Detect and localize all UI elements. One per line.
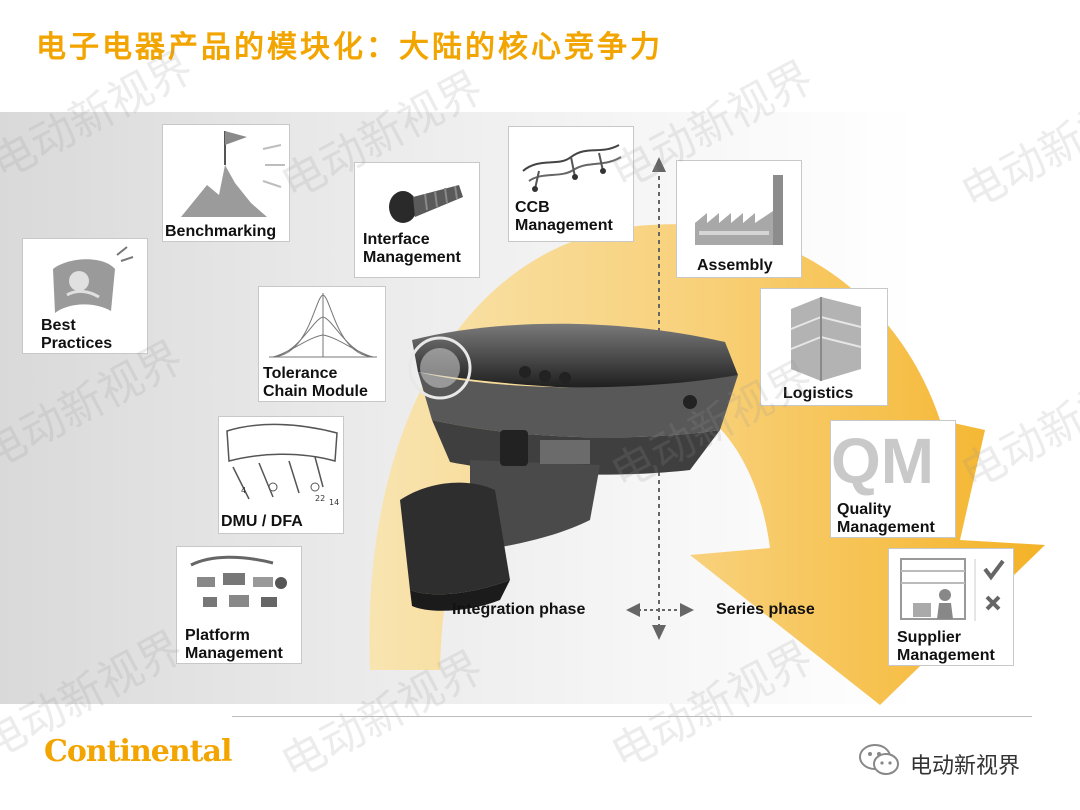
distribution-curve-icon xyxy=(269,293,377,358)
platform-management-label: Platform Management xyxy=(185,627,283,662)
cross-icon xyxy=(985,595,1001,611)
best-practices-label: Best Practices xyxy=(41,317,113,352)
shelf-boxes-icon xyxy=(790,297,862,381)
svg-text:14: 14 xyxy=(329,498,339,507)
dmu-dfa-label: DMU / DFA xyxy=(221,513,303,530)
screw-icon xyxy=(389,185,463,223)
phase-arrow-left xyxy=(626,603,640,617)
qm-letters-icon: QM xyxy=(831,425,934,497)
interface-management-label: Interface Management xyxy=(363,231,461,266)
card-quality-management: QM Quality Management xyxy=(830,420,956,538)
mountain-flag-icon xyxy=(181,131,285,217)
qm-letters-text: QM xyxy=(831,425,934,497)
assembly-label: Assembly xyxy=(697,257,773,274)
card-tolerance-chain-module: Tolerance Chain Module xyxy=(258,286,386,402)
wechat-icon xyxy=(859,744,899,775)
wechat-account-name: 电动新视界 xyxy=(910,754,1021,779)
cockpit-dashboard-image xyxy=(400,323,738,611)
check-icon xyxy=(983,559,1005,581)
card-dmu-dfa: 4 22 14 DMU / DFA xyxy=(218,416,344,534)
svg-text:22: 22 xyxy=(315,494,325,503)
supplier-delivery-icon xyxy=(900,558,1005,621)
axis-arrow-down xyxy=(652,625,666,640)
wiring-harness-icon xyxy=(522,144,622,192)
axis-arrow-up xyxy=(652,157,666,172)
card-logistics: Logistics xyxy=(760,288,888,406)
card-interface-management: Interface Management xyxy=(354,162,480,278)
phase-arrow-right xyxy=(680,603,694,617)
card-ccb-management: CCB Management xyxy=(508,126,634,242)
tolerance-chain-module-label: Tolerance Chain Module xyxy=(263,365,368,400)
footer-divider xyxy=(232,716,1032,717)
ccb-management-label: CCB Management xyxy=(515,199,613,234)
factory-icon xyxy=(695,175,783,245)
card-platform-management: Platform Management xyxy=(176,546,302,664)
supplier-management-label: Supplier Management xyxy=(897,629,995,664)
quality-management-label: Quality Management xyxy=(837,501,935,536)
svg-text:4: 4 xyxy=(241,486,246,495)
benchmarking-label: Benchmarking xyxy=(165,223,277,240)
best-practices-icon xyxy=(53,246,134,313)
card-assembly: Assembly xyxy=(676,160,802,278)
logistics-label: Logistics xyxy=(783,385,854,402)
card-benchmarking: Benchmarking xyxy=(162,124,290,242)
card-best-practices: Best Practices xyxy=(22,238,148,354)
integration-phase-label: Integration phase xyxy=(452,601,586,618)
continental-logo: Continental xyxy=(44,734,232,769)
series-phase-label: Series phase xyxy=(716,601,815,618)
exploded-drawing-icon: 4 22 14 xyxy=(226,423,339,507)
page-title: 电子电器产品的模块化：大陆的核心竞争力 xyxy=(36,30,663,65)
platform-parts-icon xyxy=(190,555,287,607)
card-supplier-management: Supplier Management xyxy=(888,548,1014,666)
